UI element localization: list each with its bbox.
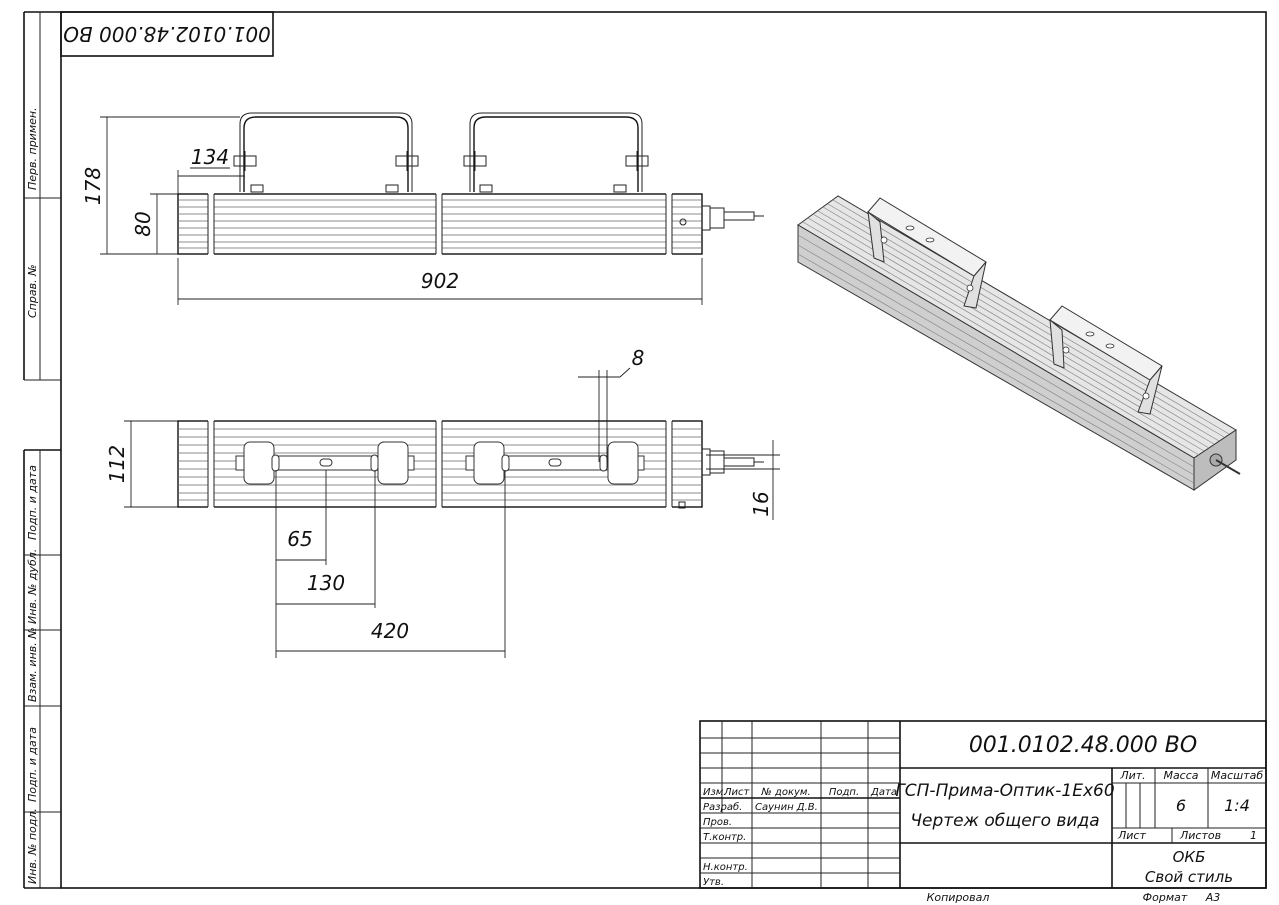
dim-902: 902 [421, 269, 459, 293]
perv-primen-label: Перв. примен. [26, 107, 39, 190]
dim-134: 134 [191, 145, 229, 169]
doc-code-rotated: 001.0102.48.000 ВО [63, 22, 271, 46]
no-dokum-header: № докум. [760, 787, 810, 798]
podp-i-data-label-1: Подп. и дата [26, 465, 39, 540]
razrab-name: Саунин Д.В. [755, 802, 818, 813]
masshtab-label: Масштаб [1211, 769, 1263, 782]
sprav-no-label: Справ. № [26, 264, 39, 318]
format-value: А3 [1205, 891, 1221, 904]
dim-130: 130 [307, 571, 345, 595]
side-view [177, 112, 764, 258]
inv-no-dubl-label: Инв. № дубл. [26, 549, 39, 624]
t-kontr-label: Т.контр. [703, 832, 746, 843]
format-label: Формат [1143, 891, 1188, 904]
bottom-captions: Копировал Формат А3 [927, 891, 1221, 904]
doc-title: Чертеж общего вида [910, 811, 1099, 831]
listov-value: 1 [1250, 829, 1257, 842]
isometric-view [797, 195, 1241, 491]
podp-i-data-label-2: Подп. и дата [26, 727, 39, 802]
podp-header: Подп. [829, 787, 859, 798]
data-header: Дата [870, 787, 897, 798]
prov-label: Пров. [703, 817, 732, 828]
dim-112: 112 [105, 445, 129, 483]
massa-label: Масса [1163, 769, 1198, 782]
dim-80: 80 [131, 211, 155, 236]
dim-16: 16 [749, 491, 773, 516]
lit-label: Лит. [1119, 769, 1145, 782]
doc-code: 001.0102.48.000 ВО [969, 733, 1197, 758]
inv-no-podl-label: Инв. № подл. [26, 808, 39, 884]
listov-label: Листов [1179, 829, 1221, 842]
vzam-inv-no-label: Взам. инв. № [26, 627, 39, 702]
sheet-frame [23, 11, 1267, 889]
title-block: Изм. Лист № докум. Подп. Дата Разраб. Са… [699, 720, 1267, 889]
org-line1: ОКБ [1173, 848, 1206, 866]
list-label: Лист [1117, 829, 1146, 842]
utv-label: Утв. [703, 877, 724, 888]
n-kontr-label: Н.контр. [703, 862, 748, 873]
top-view-dimensions: 112 8 16 65 130 420 [105, 346, 780, 658]
dim-420: 420 [371, 619, 409, 643]
razrab-label: Разраб. [703, 801, 742, 813]
rotated-doc-code-box: 001.0102.48.000 ВО [60, 11, 274, 57]
top-view [177, 417, 764, 511]
org-line2: Свой стиль [1145, 868, 1233, 886]
kopiroval-label: Копировал [927, 891, 990, 904]
izm-header: Изм. [703, 787, 727, 798]
masshtab-value: 1:4 [1224, 796, 1250, 815]
side-strip-labels: Перв. примен. Справ. № Подп. и дата Инв.… [26, 107, 39, 884]
dim-8: 8 [632, 346, 645, 370]
side-view-dimensions: 178 80 134 902 [81, 116, 703, 305]
massa-value: 6 [1176, 796, 1186, 815]
list-header: Лист [723, 787, 751, 798]
dim-178: 178 [81, 167, 105, 205]
product-name: ГСП-Прима-Оптик-1Ex60 [895, 781, 1114, 801]
dim-65: 65 [287, 527, 312, 551]
